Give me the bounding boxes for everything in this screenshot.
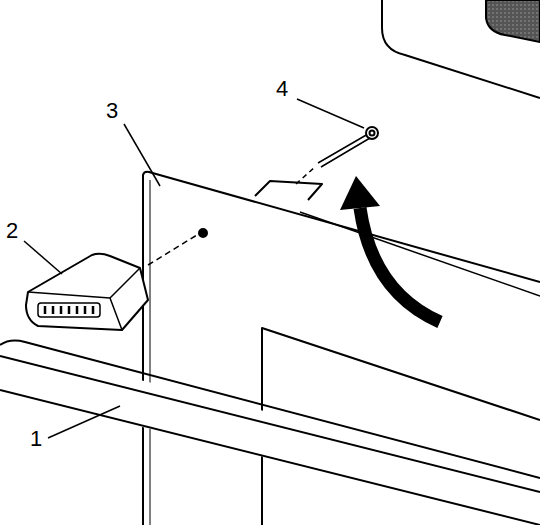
panel-top-edge (300, 212, 540, 296)
rail-fill (0, 345, 540, 525)
screw-hole (199, 229, 207, 237)
callout-number: 2 (6, 220, 18, 242)
leader-line (297, 99, 364, 128)
bracket-edges (28, 268, 140, 330)
rail-line (0, 356, 540, 492)
screw-head-inner (370, 131, 375, 136)
callout-number: 3 (106, 100, 118, 122)
callout-number: 1 (30, 428, 42, 450)
rotate-arrow (360, 208, 440, 322)
panel-tab (255, 181, 322, 200)
rotate-arrowhead (340, 176, 380, 210)
screw-path (296, 166, 316, 184)
leader-line (124, 124, 160, 186)
hinge-bracket (26, 254, 148, 330)
rail-bottom (0, 390, 540, 525)
leader-line (24, 241, 62, 274)
callout-number: 4 (276, 78, 288, 100)
bracket-path (148, 235, 197, 265)
upper-panel (382, 0, 540, 98)
bracket-slot (38, 303, 100, 317)
control-window (486, 0, 540, 42)
leader-line (48, 406, 120, 438)
screw-head (366, 127, 378, 139)
panel-edge (150, 180, 151, 525)
screw-shaft (318, 134, 370, 167)
bracket-teeth (45, 306, 93, 314)
